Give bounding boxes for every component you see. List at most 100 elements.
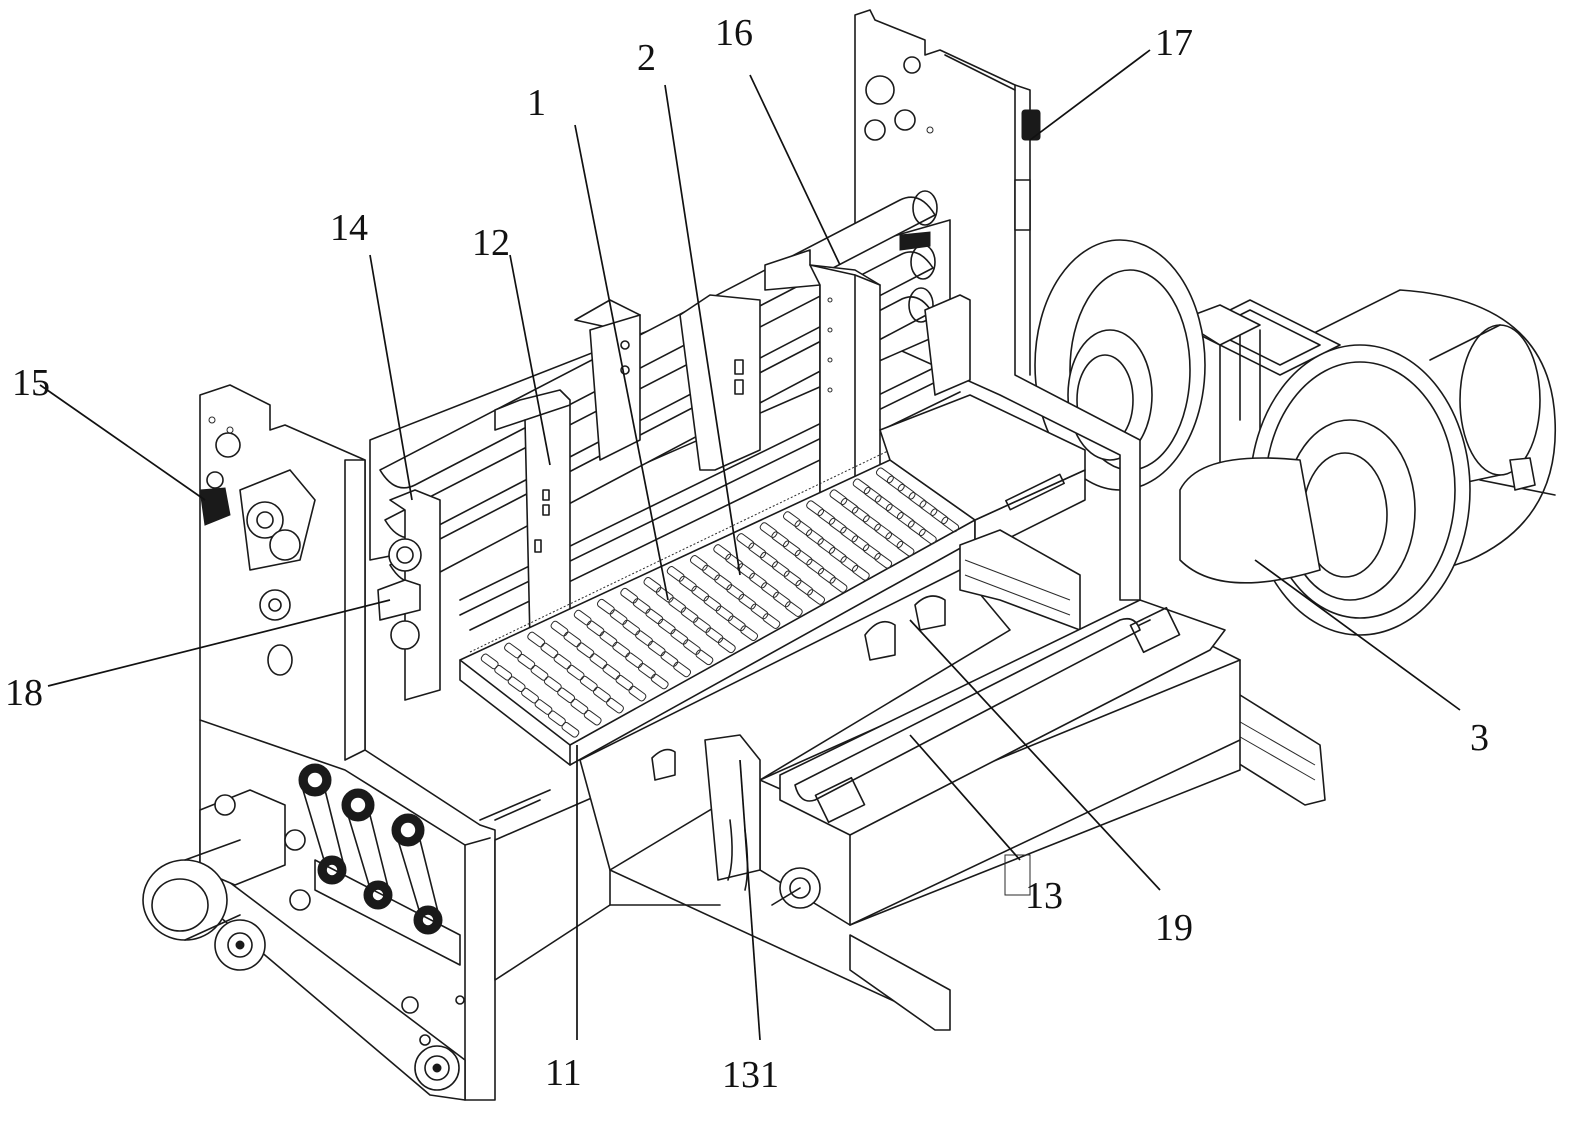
platform-slot	[602, 664, 621, 680]
platform-slot	[794, 549, 813, 566]
platform-slot	[589, 653, 608, 669]
label-131: 131	[722, 1054, 779, 1096]
platform-slot	[817, 509, 836, 525]
platform-slot	[715, 605, 734, 622]
platform-slot	[660, 651, 679, 667]
perforated-platform	[459, 449, 976, 766]
platform-slot	[771, 531, 790, 548]
platform-slot	[695, 649, 714, 666]
platform-slot	[862, 515, 881, 531]
adjust-knob-19	[771, 867, 821, 909]
platform-slot	[691, 585, 710, 602]
platform-slot	[874, 523, 893, 540]
platform-slot	[760, 582, 779, 598]
platform-slot	[919, 500, 938, 516]
platform-slot	[657, 618, 676, 635]
label-17: 17	[1155, 22, 1193, 64]
reference-labels: 1 2 16 17 14 12 15 18 3 13 19 11 131	[5, 12, 1489, 1096]
platform-slot	[760, 551, 778, 568]
platform-slot	[570, 698, 589, 715]
label-13: 13	[1025, 875, 1063, 917]
platform-slot	[829, 489, 848, 506]
label-11: 11	[545, 1052, 582, 1094]
right-side-plate	[854, 9, 1141, 601]
platform-slot	[693, 617, 711, 633]
label-19: 19	[1155, 907, 1193, 949]
platform-slot	[689, 555, 708, 571]
label-2: 2	[637, 37, 656, 79]
leader-131	[739, 759, 761, 1041]
platform-slot	[705, 627, 724, 644]
belt-drives	[298, 763, 461, 966]
sensor-15	[199, 487, 231, 526]
platform-slot	[682, 639, 701, 655]
upright-plate-16	[764, 249, 881, 521]
leader-12	[509, 254, 551, 466]
platform-slot	[609, 609, 628, 625]
platform-slot	[840, 526, 859, 543]
platform-slot	[586, 620, 605, 637]
platform-slot	[828, 517, 847, 534]
platform-slot	[615, 674, 634, 691]
platform-slot	[702, 564, 720, 581]
platform-slot	[782, 540, 801, 557]
platform-slot	[673, 661, 692, 678]
platform-slot	[579, 675, 598, 692]
platform-slot	[517, 653, 536, 670]
platform-slot	[620, 587, 639, 604]
platform-slot	[726, 584, 745, 600]
platform-slot	[703, 595, 722, 612]
platform-slot	[678, 575, 697, 592]
platform-slot	[862, 544, 881, 560]
platform-slot	[875, 467, 894, 484]
leader-14	[369, 254, 413, 501]
platform-slot	[806, 500, 825, 517]
platform-slot	[851, 564, 870, 581]
label-15: 15	[12, 362, 50, 404]
platform-slot	[550, 620, 569, 637]
platform-slot	[666, 566, 685, 582]
slot-grid	[480, 467, 960, 738]
bearing-plate-14	[377, 489, 441, 701]
platform-slot	[563, 631, 582, 648]
platform-slot	[714, 574, 733, 591]
platform-slot	[592, 686, 611, 703]
label-1: 1	[527, 82, 546, 124]
platform-slot	[840, 556, 859, 572]
platform-slot	[504, 642, 522, 659]
platform-slot	[573, 609, 592, 626]
platform-slot	[540, 642, 559, 659]
label-3: 3	[1470, 717, 1489, 759]
platform-slot	[749, 572, 767, 589]
platform-slot	[650, 673, 669, 690]
leader-18	[47, 599, 391, 687]
platform-slot	[561, 721, 580, 738]
platform-slot	[717, 637, 736, 654]
platform-slot	[576, 642, 595, 659]
platform-slot	[782, 511, 801, 527]
platform-slot	[805, 529, 824, 545]
platform-slot	[527, 631, 546, 648]
leader-13	[909, 734, 1021, 861]
leader-19	[909, 619, 1161, 891]
platform-slot	[863, 486, 882, 503]
platform-slot	[783, 570, 802, 587]
platform-slot	[736, 533, 755, 549]
platform-slot	[637, 662, 656, 679]
platform-slot	[851, 506, 870, 523]
label-14: 14	[330, 207, 368, 249]
platform-slot	[896, 540, 915, 557]
label-12: 12	[472, 222, 510, 264]
platform-slot	[599, 631, 618, 647]
platform-slot	[748, 542, 767, 559]
platform-slot	[596, 598, 615, 615]
platform-slot	[725, 553, 744, 570]
leader-15	[39, 384, 206, 501]
platform-slot	[680, 607, 699, 623]
platform-slot	[612, 641, 631, 658]
platform-slot	[829, 577, 848, 593]
platform-slot	[645, 608, 664, 625]
platform-slot	[643, 576, 662, 593]
platform-slot	[851, 535, 870, 552]
